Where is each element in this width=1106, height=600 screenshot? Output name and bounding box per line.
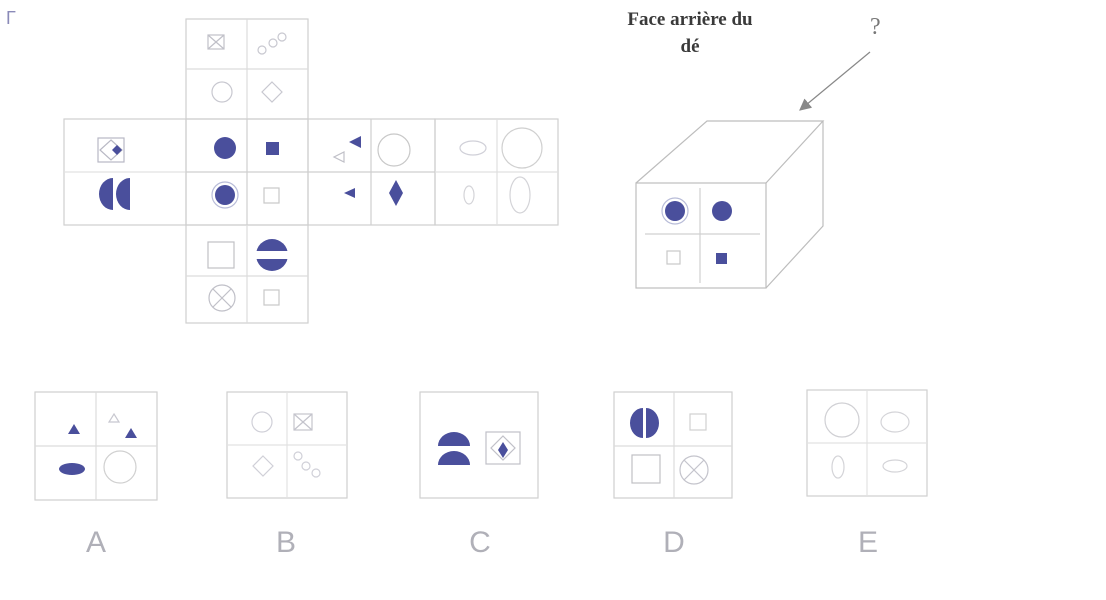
triangle-outline-icon <box>332 151 345 163</box>
net-face-center <box>185 118 309 226</box>
option-c-face <box>419 391 539 499</box>
square-outline-icon <box>263 187 280 204</box>
option-d-face <box>613 391 733 499</box>
circle-outline-icon <box>211 81 233 103</box>
eye-shape-icon <box>882 459 908 473</box>
large-circle-outline-icon <box>824 402 860 438</box>
diamond-outline-icon <box>252 455 274 477</box>
filled-square-icon <box>266 142 279 155</box>
cube-filled-square-icon <box>716 253 727 264</box>
option-label-a[interactable]: A <box>85 526 106 559</box>
filled-diamond-icon <box>389 180 403 206</box>
net-face-far-right <box>434 118 559 226</box>
filled-triangle-icon <box>68 424 80 434</box>
diamond-in-square-icon <box>97 137 125 163</box>
half-disc-left-icon <box>99 178 113 210</box>
cube-ringed-circle-icon <box>661 197 689 225</box>
filled-triangle-small-icon <box>344 188 355 198</box>
option-label-c[interactable]: C <box>469 526 491 559</box>
large-circle-faint-icon <box>501 127 543 169</box>
oval-small-icon <box>463 185 475 205</box>
half-disc-right-icon <box>646 408 659 438</box>
filled-triangle-icon <box>125 428 137 438</box>
oval-outline-icon <box>880 411 910 433</box>
half-disc-top-icon <box>438 432 470 446</box>
option-e-face <box>806 389 928 497</box>
filled-lens-icon <box>59 463 85 475</box>
options <box>34 389 928 501</box>
corner-mark: Г <box>6 8 16 28</box>
option-label-b[interactable]: B <box>275 526 296 559</box>
net-face-bottom <box>185 224 309 324</box>
crossed-circle-icon <box>679 455 709 485</box>
half-disc-left-icon <box>630 408 643 438</box>
net-face-top <box>185 18 309 120</box>
net-face-left <box>63 118 187 226</box>
square-outline-icon <box>689 413 707 431</box>
crossed-square-icon <box>207 34 225 50</box>
question-mark: ? <box>870 14 881 40</box>
option-a-face <box>34 391 158 501</box>
cube-net <box>63 18 559 324</box>
diamond-outline-icon <box>261 81 283 103</box>
crossed-circle-icon <box>208 284 236 312</box>
circle-outline-icon <box>251 411 273 433</box>
option-b-face <box>226 391 348 499</box>
square-outline-large-icon <box>207 241 235 269</box>
small-circles-icon <box>293 451 303 461</box>
diamond-in-square-icon <box>485 431 521 465</box>
filled-triangle-icon <box>349 136 361 148</box>
circle-outline-icon <box>103 450 137 484</box>
half-disc-bottom-icon <box>438 451 470 465</box>
oval-small-icon <box>831 455 845 479</box>
cube-square-outline-icon <box>666 250 681 265</box>
small-circles-icon <box>257 45 267 55</box>
crossed-square-icon <box>293 413 313 431</box>
filled-circle-icon <box>214 137 236 159</box>
net-face-right <box>307 118 436 226</box>
large-circle-outline-icon <box>377 133 411 167</box>
option-label-e[interactable]: E <box>857 526 878 559</box>
cube-3d <box>635 120 825 289</box>
square-outline-large-icon <box>631 454 661 484</box>
arrow-icon <box>799 51 871 111</box>
square-outline-small-icon <box>263 289 280 306</box>
oval-large-icon <box>509 176 531 214</box>
title-line-2: dé <box>680 36 700 57</box>
cube-filled-circle-icon <box>712 201 732 221</box>
striped-circle-icon <box>254 239 290 271</box>
eye-shape-icon <box>459 140 487 156</box>
ringed-circle-icon <box>211 181 239 209</box>
triangle-outline-icon <box>107 412 121 423</box>
title-line-1: Face arrière du <box>627 9 753 30</box>
option-label-d[interactable]: D <box>663 526 685 559</box>
half-disc-right-icon <box>116 178 130 210</box>
back-face-title: Face arrière du dé <box>590 6 790 60</box>
